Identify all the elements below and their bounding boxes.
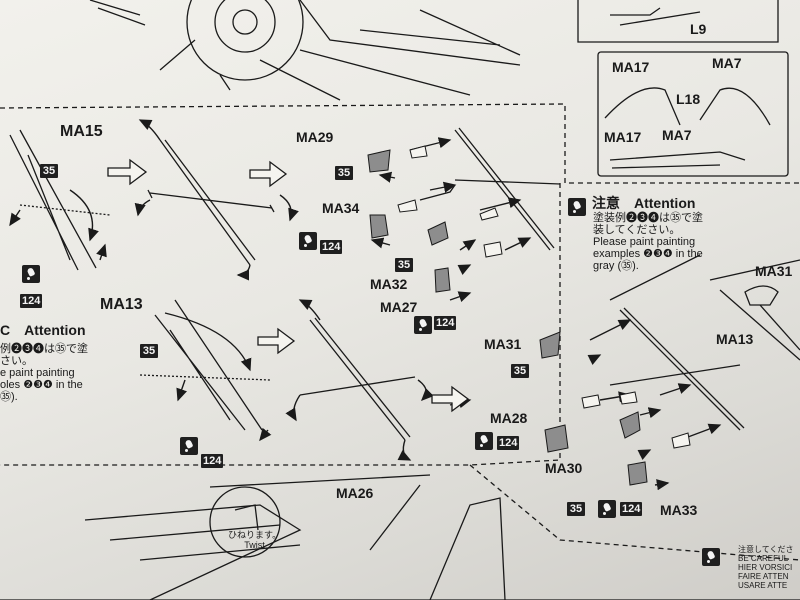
strut-assembly-upper	[147, 139, 275, 266]
label-ma17-top: MA17	[612, 59, 650, 75]
attention-left-en1: e paint painting	[0, 367, 75, 379]
strut-assembly-lower	[299, 317, 416, 441]
paint-code-124: 124	[201, 454, 224, 468]
attention-text: 塗装例❷❸❹は㉟で塗 装してください。 Please paint paintin…	[593, 212, 703, 272]
label-ma7-bottom: MA7	[662, 127, 692, 143]
twist-en: Twist	[244, 540, 265, 550]
ma13-struts	[139, 299, 271, 431]
label-ma31-detail: MA31	[755, 263, 793, 279]
paint-brush-icon	[475, 432, 493, 450]
attention-jp-line1: 塗装例❷❸❹は㉟で塗	[593, 212, 703, 224]
label-ma17-bottom: MA17	[604, 129, 642, 145]
paint-code-35: 35	[567, 502, 585, 516]
label-ma33: MA33	[660, 502, 698, 518]
label-ma15: MA15	[60, 123, 103, 140]
dashed-step-frame	[0, 103, 800, 466]
attention-left-en2: oles ❷❸❹ in the	[0, 379, 83, 391]
label-ma32: MA32	[370, 276, 408, 292]
label-ma7-top: MA7	[712, 55, 742, 71]
label-ma28: MA28	[490, 410, 528, 426]
attention-en-line3: gray (㉟).	[593, 260, 639, 272]
label-ma27: MA27	[380, 299, 418, 315]
attention-left-jp1: 例❷❸❹は㉟で塗	[0, 343, 88, 355]
paint-brush-icon	[414, 316, 432, 334]
strut-assembly-right-lower	[609, 307, 745, 431]
attention-en-line2: examples ❷❸❹ in the	[593, 248, 703, 260]
caution-text: 注意してくださ BE CAREFUL HIER VORSICI FAIRE AT…	[738, 545, 794, 590]
twist-note: ひねります。 Twist	[228, 530, 281, 550]
caution-line1: 注意してくださ	[738, 545, 794, 554]
label-ma26: MA26	[336, 485, 374, 501]
paint-code-35: 35	[335, 166, 353, 180]
detail-callout-ma31	[609, 254, 800, 361]
caution-line5: USARE ATTE	[738, 581, 788, 590]
paint-brush-icon	[180, 437, 198, 455]
label-ma13: MA13	[100, 296, 143, 313]
paint-brush-icon	[299, 232, 317, 250]
paint-code-124: 124	[20, 294, 43, 308]
twist-jp: ひねります。	[228, 530, 282, 540]
attention-title-left: C Attention	[0, 322, 86, 338]
attention-text-left: 例❷❸❹は㉟で塗 さい。 e paint painting oles ❷❸❹ i…	[0, 343, 88, 403]
attention-left-jp2: さい。	[0, 355, 33, 367]
caution-line3: HIER VORSICI	[738, 563, 793, 572]
label-ma29: MA29	[296, 129, 334, 145]
paint-brush-icon	[22, 265, 40, 283]
part-tabs	[367, 145, 691, 486]
aircraft-nose-drawing	[89, 0, 521, 101]
step-arrows	[107, 158, 470, 413]
detail-box-l9	[577, 0, 779, 43]
label-ma30: MA30	[545, 460, 583, 476]
label-l9: L9	[690, 21, 707, 37]
caution-line4: FAIRE ATTEN	[738, 572, 789, 581]
label-ma31: MA31	[484, 336, 522, 352]
label-ma13-detail: MA13	[716, 331, 754, 347]
label-l18: L18	[676, 91, 701, 107]
paint-code-35: 35	[511, 364, 529, 378]
ma15-struts	[9, 129, 111, 271]
attention-left-en3: ㉟).	[0, 391, 18, 403]
ma26-wire	[209, 474, 431, 558]
paint-brush-icon	[598, 500, 616, 518]
detail-box-l18	[597, 51, 789, 177]
aircraft-bottom-drawing	[84, 497, 506, 600]
paint-code-35: 35	[395, 258, 413, 272]
attention-jp-line2: 装してください。	[593, 224, 681, 236]
paint-code-124: 124	[320, 240, 343, 254]
attention-title: 注意 Attention	[592, 195, 696, 211]
attention-brush-icon	[568, 198, 586, 216]
paint-code-124: 124	[620, 502, 643, 516]
paint-code-35: 35	[40, 164, 58, 178]
paint-code-124: 124	[497, 436, 520, 450]
paint-code-124: 124	[434, 316, 457, 330]
label-ma34: MA34	[322, 200, 360, 216]
attention-en-line1: Please paint painting	[593, 236, 696, 248]
caution-brush-icon	[702, 548, 720, 566]
paint-code-35: 35	[140, 344, 158, 358]
caution-line2: BE CAREFUL	[738, 554, 789, 563]
